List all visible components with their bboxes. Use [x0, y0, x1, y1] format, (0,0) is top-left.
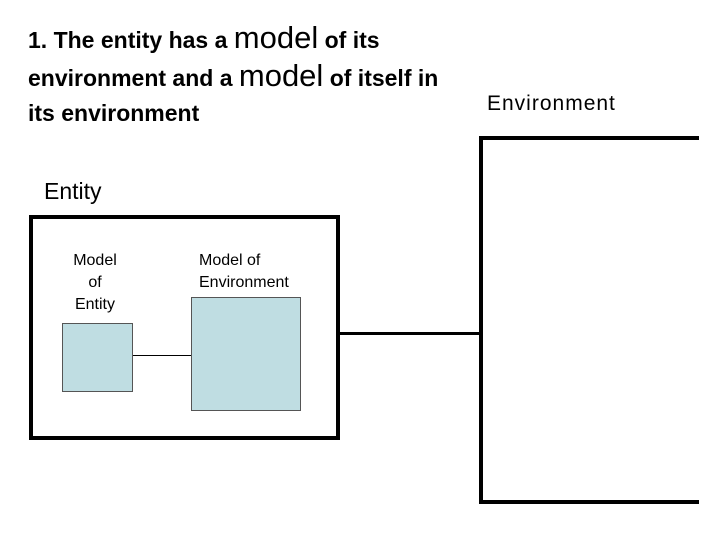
- title-part-1: 1. The entity has a: [28, 27, 234, 53]
- entity-environment-connector: [338, 332, 481, 335]
- title-model-word-1: model: [233, 20, 319, 55]
- title-part-3: of itself in its environment: [28, 65, 439, 126]
- model-of-entity-box: [62, 323, 133, 392]
- environment-box: [479, 136, 699, 504]
- model-of-environment-label-line-2: Environment: [199, 274, 289, 291]
- environment-label: Environment: [487, 92, 616, 115]
- model-of-entity-label-line-1: Model: [73, 252, 117, 269]
- model-of-entity-label-line-3: Entity: [74, 296, 115, 313]
- title-part-2: of its environment and a: [28, 27, 380, 91]
- model-of-entity-label: Model of Entity: [55, 250, 135, 316]
- model-connector-line: [133, 355, 191, 356]
- entity-box: [29, 215, 340, 440]
- model-of-environment-box: [191, 297, 301, 411]
- model-of-entity-label-line-2: of: [88, 274, 102, 291]
- model-of-environment-label-line-1: Model of: [199, 252, 261, 269]
- model-of-environment-label: Model of Environment: [199, 250, 289, 294]
- entity-label: Entity: [44, 178, 102, 204]
- slide-title: 1. The entity has a model of its environ…: [28, 20, 468, 131]
- title-model-word-2: model: [238, 58, 324, 93]
